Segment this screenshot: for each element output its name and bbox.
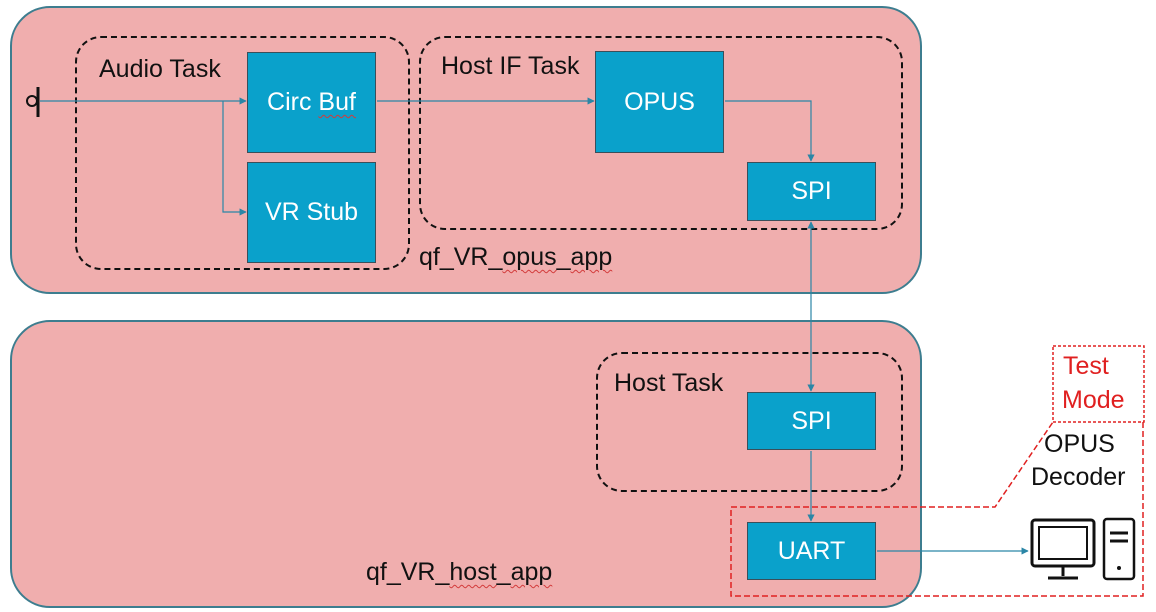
- host-task-label: Host Task: [614, 369, 724, 397]
- audio-task-box: [75, 36, 410, 270]
- arrow-mic-to-vrstub: [222, 101, 247, 216]
- opus-app-box: [10, 6, 922, 294]
- vr-stub-block: VR Stub: [247, 162, 376, 263]
- spi-top-block: SPI: [747, 162, 876, 221]
- uart-block: UART: [747, 522, 876, 580]
- arrow-opus-to-spi: [725, 100, 815, 162]
- test-mode-line1: Test: [1063, 352, 1109, 380]
- opus-app-label: qf_VR_opus_app: [419, 243, 613, 271]
- desktop-computer-icon: [1030, 517, 1136, 581]
- microphone-icon: [26, 87, 40, 117]
- opus-decoder-line2: Decoder: [1031, 463, 1126, 491]
- host-if-task-box: [419, 36, 903, 230]
- circ-buf-block: Circ Buf: [247, 52, 376, 153]
- opus-decoder-line1: OPUS: [1044, 430, 1115, 458]
- test-mode-region: [730, 345, 1145, 597]
- host-task-box: [596, 352, 903, 492]
- test-mode-line2: Mode: [1062, 386, 1125, 414]
- host-app-label: qf_VR_host_app: [366, 558, 553, 586]
- opus-block: OPUS: [595, 51, 724, 153]
- spi-bottom-block: SPI: [747, 392, 876, 450]
- host-if-task-label: Host IF Task: [441, 52, 580, 80]
- audio-task-label: Audio Task: [99, 55, 221, 83]
